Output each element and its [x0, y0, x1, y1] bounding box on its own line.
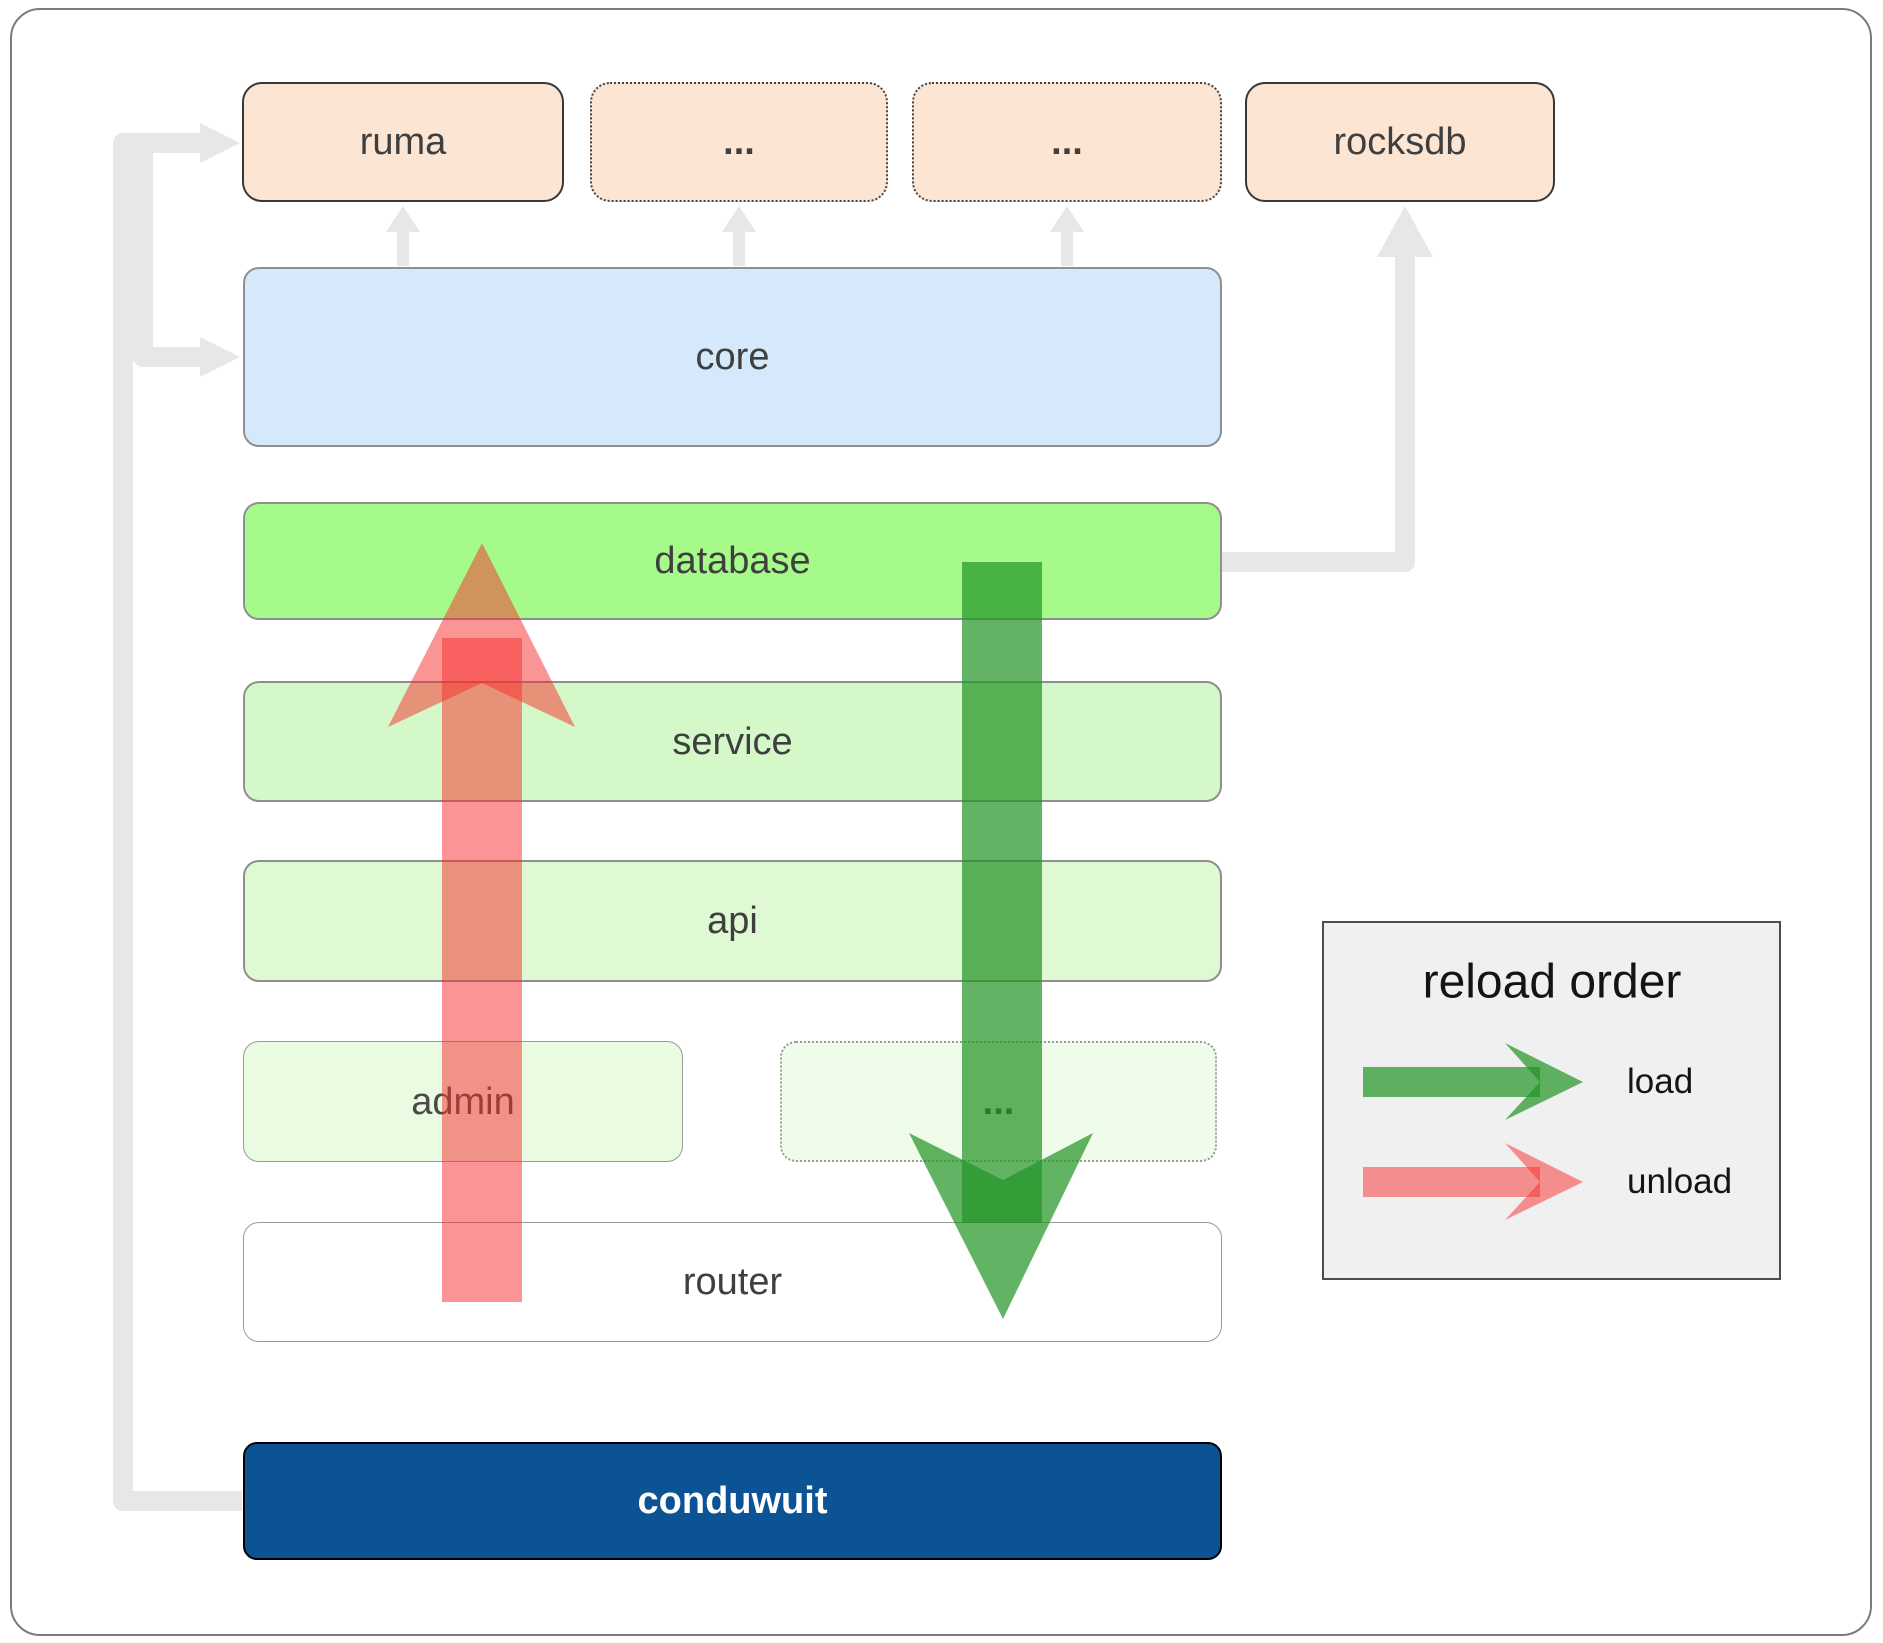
page-border [10, 8, 1872, 1636]
